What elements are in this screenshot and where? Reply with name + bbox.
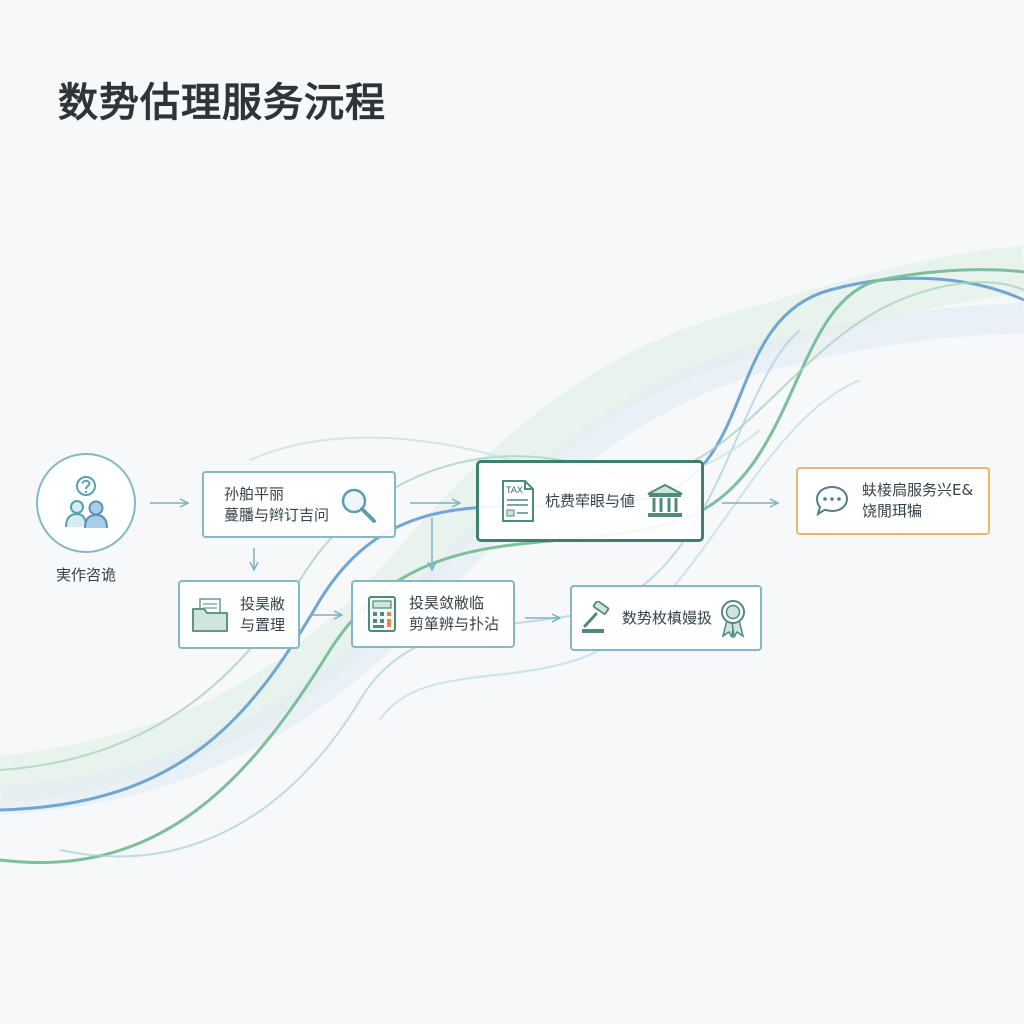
gavel-icon [582,601,610,633]
tax-document-icon: TAX [502,480,534,522]
wave-band [0,246,1024,804]
bank-building-icon [647,483,683,517]
speech-bubble-icon [815,485,849,517]
node-consult[interactable] [36,453,136,553]
node-tax-label: 杭费荦眼与値 [545,491,635,512]
node-report-text: 数势枚槙嫚扱 [622,608,713,627]
node-research-label: 孙舶平丽 蔓膰与辫订吉问 [224,484,329,526]
node-collect-line-1: 投昊敝 [240,594,286,613]
node-calc-label: 投昊敛敝临 剪箪辨与扑沾 [409,593,499,635]
folder-documents-icon [192,597,228,632]
node-tax-filing[interactable]: TAX 杭费荦眼与値 [476,460,704,542]
node-research-line-2: 蔓膰与辫订吉问 [224,505,330,524]
node-collect-line-2: 与置理 [240,615,286,634]
node-research[interactable]: 孙舶平丽 蔓膰与辫订吉问 [202,471,396,538]
award-badge-icon [721,600,746,638]
node-advice[interactable]: 蚨椄扃服务兴E& 饶閒珥犏 [796,467,990,535]
magnifier-icon [341,488,377,523]
tax-tag: TAX [506,485,523,495]
calculator-icon [368,596,396,632]
node-advice-label: 蚨椄扃服务兴E& 饶閒珥犏 [862,480,973,522]
people-question-icon [65,476,108,529]
node-advice-line-1: 蚨椄扃服务兴E& [862,481,974,499]
page-title: 数势估理服务沅程 [58,80,386,126]
node-research-line-1: 孙舶平丽 [224,484,285,503]
node-report[interactable]: 数势枚槙嫚扱 [570,585,762,651]
node-calc-line-1: 投昊敛敝临 [409,594,485,612]
node-advice-line-2: 饶閒珥犏 [862,502,923,520]
node-collect[interactable]: 投昊敝 与置理 [178,580,300,649]
node-consult-label: 実作咨诡 [55,566,116,584]
node-tax-text: 杭费荦眼与値 [545,491,636,510]
node-calc-line-2: 剪箪辨与扑沾 [409,615,500,633]
node-collect-label: 投昊敝 与置理 [240,594,285,636]
node-calc[interactable]: 投昊敛敝临 剪箪辨与扑沾 [351,580,515,648]
node-report-label: 数势枚槙嫚扱 [622,608,712,629]
wave-green-thin [0,281,1024,771]
